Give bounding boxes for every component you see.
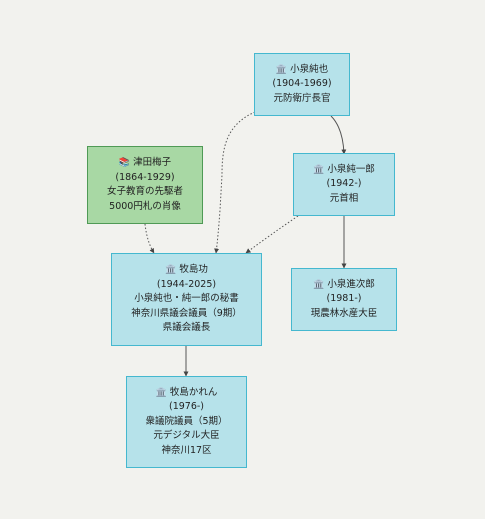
government-building-icon: 🏛️ [155, 387, 167, 398]
node-koizumi-shinjiro[interactable]: 🏛️小泉進次郎 (1981-) 現農林水産大臣 [291, 268, 397, 331]
node-years: (1904-1969) [272, 78, 332, 90]
node-detail: 神奈川県議会議員（9期） [131, 307, 242, 319]
node-detail: 5000円札の肖像 [109, 200, 181, 212]
government-building-icon: 🏛️ [275, 64, 288, 75]
node-years: (1976-) [168, 401, 205, 413]
edge-junichiro-isao [245, 215, 299, 254]
government-building-icon: 🏛️ [165, 265, 177, 276]
node-koizumi-junya[interactable]: 🏛️小泉純也 (1904-1969) 元防衛庁長官 [254, 53, 350, 116]
node-detail: 県議会議長 [162, 322, 211, 334]
edge-junya-isao [214, 111, 256, 254]
node-name: 牧島かれん [169, 386, 218, 398]
node-name: 小泉純一郎 [327, 163, 375, 175]
node-detail: 女子教育の先駆者 [106, 186, 183, 197]
node-years: (1981-) [326, 293, 362, 305]
node-koizumi-junichiro[interactable]: 🏛️小泉純一郎 (1942-) 元首相 [293, 153, 395, 216]
node-tsuda-umeko[interactable]: 📚津田梅子 (1864-1929) 女子教育の先駆者 5000円札の肖像 [87, 146, 203, 224]
books-icon: 📚 [118, 158, 131, 168]
node-detail: 元首相 [329, 192, 359, 204]
node-detail: 衆議院議員（5期） [145, 415, 228, 427]
node-makishima-karen[interactable]: 🏛️牧島かれん (1976-) 衆議院議員（5期） 元デジタル大臣 神奈川17区 [126, 376, 247, 468]
government-building-icon: 🏛️ [313, 279, 325, 290]
node-years: (1942-) [326, 178, 362, 190]
node-name: 小泉進次郎 [327, 278, 375, 290]
node-detail: 元デジタル大臣 [153, 430, 220, 442]
node-makishima-isao[interactable]: 🏛️牧島功 (1944-2025) 小泉純也・純一郎の秘書 神奈川県議会議員（9… [111, 253, 262, 346]
government-building-icon: 🏛️ [313, 164, 325, 175]
node-detail: 元防衛庁長官 [273, 92, 331, 104]
node-detail: 小泉純也・純一郎の秘書 [134, 293, 239, 305]
edge-junya-junichiro [330, 115, 347, 155]
node-name: 牧島功 [179, 264, 208, 276]
node-detail: 現農林水産大臣 [310, 307, 378, 319]
node-name: 津田梅子 [133, 157, 172, 168]
node-years: (1864-1929) [115, 171, 175, 183]
node-detail: 神奈川17区 [161, 444, 212, 456]
node-name: 小泉純也 [290, 63, 329, 75]
node-years: (1944-2025) [156, 278, 217, 290]
edge-umeko-isao [144, 223, 155, 254]
